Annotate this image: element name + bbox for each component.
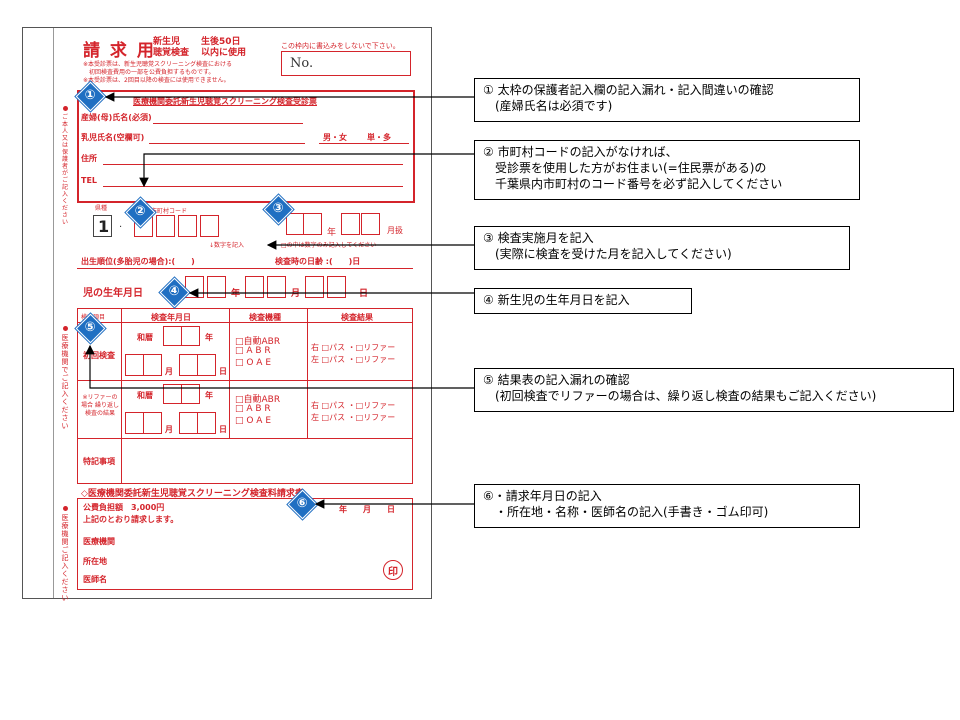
callout-4: ④ 新生児の生年月日を記入 [474, 288, 692, 314]
number-label: No. [290, 56, 314, 71]
birthdate-label: 児の生年月日 [83, 288, 143, 299]
row1-day: 日 [219, 367, 227, 376]
pref-digit: 1 [98, 217, 110, 236]
col-date: 検査年月日 [151, 313, 191, 322]
birth-month-label: 月 [291, 289, 301, 299]
doctor-label: 医師名 [83, 575, 107, 584]
form-subtitle-1: 新生児 [153, 37, 181, 47]
guardian-box [77, 90, 415, 203]
claim-date: 年 月 日 [339, 505, 395, 514]
row2-device1: □自動ABR [235, 395, 281, 405]
row2-day: 日 [219, 425, 227, 434]
claim-box [77, 498, 413, 590]
exam-month-unit: 月扱 [387, 226, 403, 235]
col-device: 検査機種 [249, 313, 281, 322]
sex-label: 男・女 [323, 133, 347, 142]
row1-result-left: 左 □パス ・□リファー [311, 355, 396, 364]
badge-5: ⑤ [75, 313, 106, 344]
callout-5: ⑤ 結果表の記入漏れの確認 (初回検査でリファーの場合は、繰り返し検査の結果もご… [474, 368, 954, 412]
note-3: ※本受診票は、2回目以降の検査には使用できません。 [83, 77, 230, 84]
row1-device3: □ O A E [235, 358, 272, 368]
results-table [77, 308, 413, 484]
amount-label: 公費負担額 3,000円 [83, 503, 165, 512]
baby-name-label: 乳児氏名(空欄可) [81, 133, 145, 142]
location-label: 所在地 [83, 557, 107, 566]
badge-4: ④ [159, 277, 190, 308]
number-box: No. [281, 51, 411, 76]
col-result: 検査結果 [341, 313, 373, 322]
callout-6: ⑥・請求年月日の記入 ・所在地・名称・医師名の記入(手書き・ゴム印可) [474, 484, 860, 528]
medical-side-label: 医療機関でご記入ください [61, 334, 69, 430]
notes-label: 特記事項 [83, 457, 115, 466]
form-deadline-2: 以内に使用 [201, 48, 247, 58]
badge-1: ① [75, 81, 106, 112]
row1-label: 初回検査 [83, 351, 115, 360]
callout-1: ① 太枠の保護者記入欄の記入漏れ・記入間違いの確認 (産婦氏名は必須です) [474, 78, 860, 122]
badge-3: ③ [263, 194, 294, 225]
form-subtitle-2: 聴覚検査 [153, 48, 190, 58]
form-deadline-1: 生後50日 [201, 37, 241, 47]
no-write-notice: この枠内に書込みをしないで下さい。 [281, 42, 400, 50]
birth-type-label: 単・多 [367, 133, 391, 142]
note-2: 初回検査費用の一部を公費負担するものです。 [89, 69, 215, 76]
birth-day-label: 日 [359, 289, 369, 299]
claim-text: 上記のとおり請求します。 [83, 515, 179, 524]
row1-device2: □ A B R [235, 346, 271, 356]
birth-order-label: 出生順位(多胎児の場合):( ) [81, 257, 195, 266]
row2-device2: □ A B R [235, 404, 271, 414]
row2-result-right: 右 □パス ・□リファー [311, 401, 396, 410]
note-1: ※本受診票は、新生児聴覚スクリーニング検査における [83, 61, 233, 68]
city-code-label: 市町村コード [151, 208, 188, 215]
address-label: 住所 [81, 154, 97, 163]
mother-name-label: 産婦(母)氏名(必須) [81, 113, 152, 122]
seal-label: 印 [388, 567, 398, 578]
left-margin-line [53, 28, 54, 598]
institution-label: 医療機関 [83, 537, 115, 546]
callout-2: ② 市町村コードの記入がなければ、 受診票を使用した方がお住まい(=住民票がある… [474, 140, 860, 200]
birth-year-label: 年 [231, 289, 241, 299]
guardian-side-label: ご本人又は保護者がご記入ください [61, 114, 68, 226]
row1-result-right: 右 □パス ・□リファー [311, 343, 396, 352]
row2-result-left: 左 □パス ・□リファー [311, 413, 396, 422]
form-title: 請 求 用 [83, 41, 156, 61]
arrow-5 [85, 344, 474, 389]
exam-year-label: 年 [327, 228, 337, 238]
badge-6: ⑥ [287, 489, 318, 520]
bottom-side-label: 医療機関ご記入ください [61, 514, 69, 602]
row2-month: 月 [165, 425, 173, 434]
row2-era: 和暦 [137, 391, 153, 400]
guardian-section-title: 医療機関委託新生児聴覚スクリーニング検査受診票 [133, 97, 317, 106]
pref-label: 県種 [95, 205, 108, 212]
form-sheet: 請 求 用 新生児 聴覚検査 生後50日 以内に使用 この枠内に書込みをしないで… [22, 27, 432, 602]
row1-year: 年 [205, 333, 213, 342]
row2-device3: □ O A E [235, 416, 272, 426]
claim-title: ◇医療機関委託新生児聴覚スクリーニング検査料請求書 [81, 489, 304, 499]
row1-era: 和暦 [137, 333, 153, 342]
digit-note: ↓数字を記入 [209, 242, 245, 249]
row2-label: ※リファーの場合 繰り返し検査の結果 [81, 394, 119, 417]
arrow-2 [139, 153, 474, 188]
tel-label: TEL [81, 176, 98, 185]
badge-2: ② [125, 197, 156, 228]
row1-device1: □自動ABR [235, 337, 281, 347]
row2-year: 年 [205, 391, 213, 400]
seal-circle: 印 [383, 560, 403, 580]
age-days-label: 検査時の日齢 :( )日 [275, 257, 361, 266]
callout-3: ③ 検査実施月を記入 (実際に検査を受けた月を記入してください) [474, 226, 850, 270]
row1-month: 月 [165, 367, 173, 376]
